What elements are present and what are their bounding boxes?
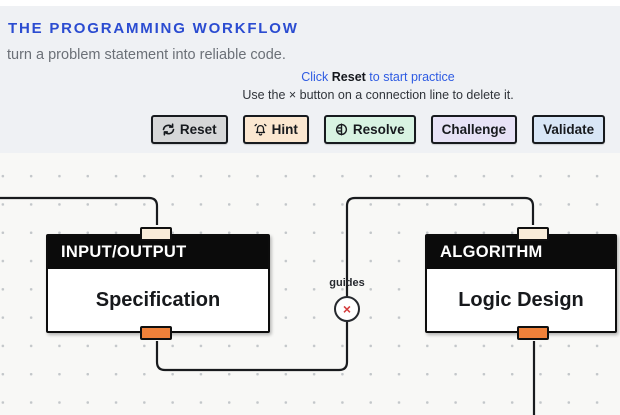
edge-into-io-node — [0, 196, 159, 225]
flow-canvas[interactable]: INPUT/OUTPUT Specification ALGORITHM Log… — [0, 153, 620, 415]
node-label: Logic Design — [458, 288, 584, 311]
hint-button[interactable]: Hint — [242, 115, 309, 144]
node-algorithm[interactable]: ALGORITHM Logic Design — [425, 227, 617, 340]
reset-button-label: Reset — [179, 122, 217, 137]
page-subtitle: turn a problem statement into reliable c… — [7, 47, 286, 63]
refresh-icon — [162, 123, 175, 136]
target-handle[interactable] — [517, 227, 549, 241]
source-handle[interactable] — [140, 326, 172, 340]
hint-button-label: Hint — [271, 122, 298, 137]
edge-delete-button[interactable]: × — [334, 296, 360, 322]
edge-label: guides — [329, 277, 365, 289]
delete-hint-line: Use the × button on a connection line to… — [242, 88, 514, 103]
toolbar: Reset Hint Resolve Challenge — [150, 115, 606, 144]
node-label: Specification — [95, 288, 221, 311]
resolve-circle-icon — [335, 123, 348, 136]
node-input-output[interactable]: INPUT/OUTPUT Specification — [46, 227, 270, 340]
validate-button-label: Validate — [543, 122, 595, 137]
alarm-bell-icon — [254, 123, 267, 136]
source-handle[interactable] — [517, 326, 549, 340]
reset-button[interactable]: Reset — [150, 115, 228, 144]
close-x-icon: × — [342, 301, 352, 317]
node-category-header: ALGORITHM — [427, 236, 615, 269]
instructions-block: Click Reset to start practice Use the × … — [178, 70, 578, 103]
challenge-button-label: Challenge — [441, 122, 507, 137]
resolve-button-label: Resolve — [352, 122, 405, 137]
practice-hint-reset-word: Reset — [331, 70, 366, 84]
practice-hint-click: Click — [301, 70, 332, 84]
node-category-header: INPUT/OUTPUT — [48, 236, 268, 269]
page-title: THE PROGRAMMING WORKFLOW — [8, 20, 299, 37]
resolve-button[interactable]: Resolve — [323, 115, 416, 144]
practice-hint-rest: to start practice — [365, 70, 455, 84]
practice-hint-line: Click Reset to start practice — [178, 70, 578, 84]
validate-button[interactable]: Validate — [532, 115, 606, 144]
target-handle[interactable] — [140, 227, 172, 241]
challenge-button[interactable]: Challenge — [430, 115, 518, 144]
header-panel: THE PROGRAMMING WORKFLOW turn a problem … — [0, 0, 620, 153]
